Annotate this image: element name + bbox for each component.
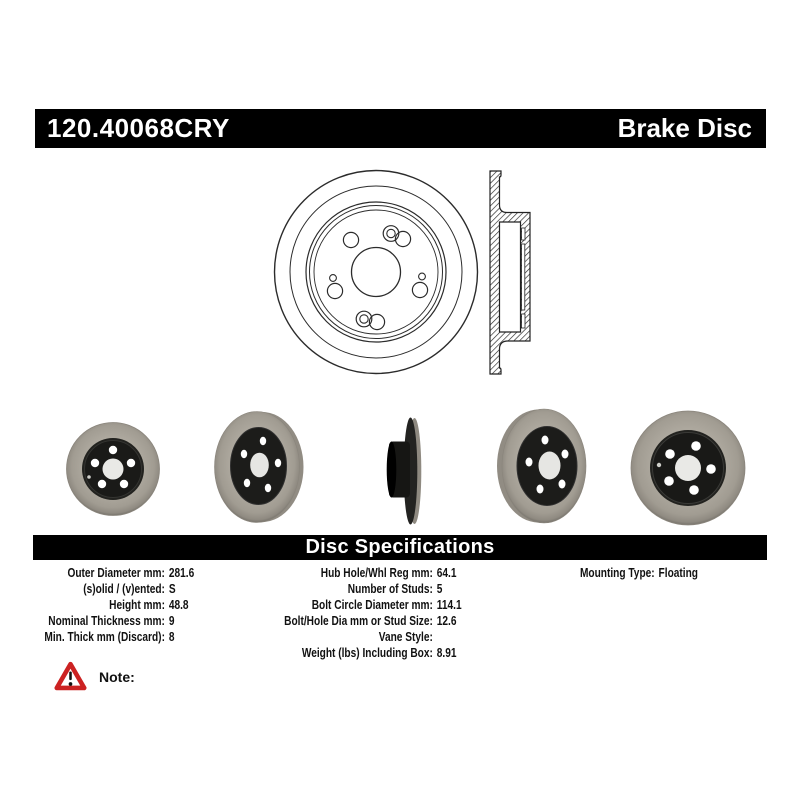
spec-column-right: Mounting Type: Floating bbox=[540, 565, 698, 581]
spec-column-left: Outer Diameter mm: 281.6 (s)olid / (v)en… bbox=[30, 565, 194, 645]
disc-cross-section-drawing bbox=[489, 170, 531, 375]
spec-row: (s)olid / (v)ented: S bbox=[30, 581, 194, 597]
spec-label: Weight (lbs) Including Box: bbox=[301, 645, 433, 660]
spec-label: Height mm: bbox=[109, 597, 165, 612]
spec-label: Min. Thick mm (Discard): bbox=[44, 629, 165, 644]
spec-value: Floating bbox=[658, 565, 698, 580]
spec-value: S bbox=[168, 581, 176, 596]
spec-row: Height mm: 48.8 bbox=[30, 597, 194, 613]
spec-row: Bolt Circle Diameter mm: 114.1 bbox=[280, 597, 462, 613]
disc-front-view-drawing bbox=[273, 169, 479, 375]
spec-row: Bolt/Hole Dia mm or Stud Size: 12.6 bbox=[280, 613, 462, 629]
spec-row: Outer Diameter mm: 281.6 bbox=[30, 565, 194, 581]
spec-row: Nominal Thickness mm: 9 bbox=[30, 613, 194, 629]
disc-photo-angled-left bbox=[214, 411, 304, 523]
spec-label: Hub Hole/Whl Reg mm: bbox=[320, 565, 433, 580]
spec-label: Mounting Type: bbox=[579, 565, 655, 580]
spec-row: Vane Style: bbox=[280, 629, 462, 645]
spec-row: Hub Hole/Whl Reg mm: 64.1 bbox=[280, 565, 462, 581]
spec-row: Mounting Type: Floating bbox=[540, 565, 698, 581]
header-bar: 120.40068CRY Brake Disc bbox=[35, 109, 766, 148]
note-label: Note: bbox=[99, 668, 135, 685]
spec-value: 8 bbox=[168, 629, 175, 644]
spec-row: Weight (lbs) Including Box: 8.91 bbox=[280, 645, 462, 661]
spec-section-title: Disc Specifications bbox=[305, 536, 495, 558]
spec-value: 281.6 bbox=[168, 565, 195, 580]
spec-value: 8.91 bbox=[436, 645, 457, 660]
spec-value: 12.6 bbox=[436, 613, 457, 628]
spec-value: 48.8 bbox=[168, 597, 189, 612]
spec-label: Bolt/Hole Dia mm or Stud Size: bbox=[284, 613, 433, 628]
part-number: 120.40068CRY bbox=[47, 113, 230, 143]
product-photo-row bbox=[66, 408, 746, 526]
spec-label: Vane Style: bbox=[378, 629, 433, 644]
spec-value: 9 bbox=[168, 613, 175, 628]
spec-label: Number of Studs: bbox=[347, 581, 433, 596]
spec-row: Min. Thick mm (Discard): 8 bbox=[30, 629, 194, 645]
disc-photo-front-1 bbox=[66, 422, 160, 516]
spec-value: 64.1 bbox=[436, 565, 457, 580]
disc-photo-front-2 bbox=[630, 410, 746, 526]
spec-label: Outer Diameter mm: bbox=[67, 565, 165, 580]
product-type-label: Brake Disc bbox=[617, 113, 752, 143]
disc-photo-angled-right bbox=[497, 408, 587, 524]
spec-label: Bolt Circle Diameter mm: bbox=[311, 597, 433, 612]
spec-value: 114.1 bbox=[436, 597, 462, 612]
warning-triangle-icon bbox=[54, 661, 87, 691]
spec-label: Nominal Thickness mm: bbox=[48, 613, 165, 628]
disc-photo-profile bbox=[386, 417, 422, 525]
spec-label: (s)olid / (v)ented: bbox=[83, 581, 165, 596]
technical-drawing bbox=[273, 169, 531, 375]
note-row: Note: bbox=[54, 660, 135, 693]
spec-section-bar: Disc Specifications bbox=[33, 535, 767, 560]
spec-value: 5 bbox=[436, 581, 443, 596]
spec-row: Number of Studs: 5 bbox=[280, 581, 462, 597]
spec-column-middle: Hub Hole/Whl Reg mm: 64.1 Number of Stud… bbox=[280, 565, 462, 661]
